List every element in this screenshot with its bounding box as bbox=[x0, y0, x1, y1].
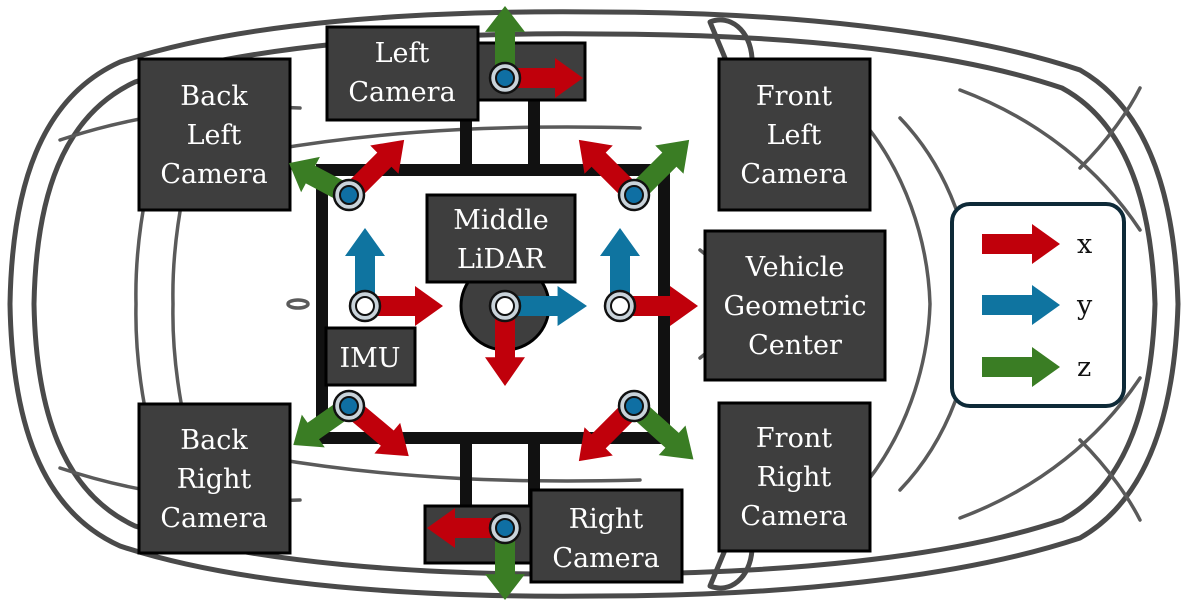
label-right-camera-line1: Right bbox=[569, 504, 644, 535]
label-imu-line1: IMU bbox=[339, 343, 400, 374]
label-front-right-camera-line1: Front bbox=[756, 423, 832, 454]
imu-origin-marker bbox=[348, 289, 382, 323]
middle-lidar-origin-marker bbox=[488, 289, 522, 323]
back-right-camera-origin-marker bbox=[332, 389, 366, 423]
legend-z-label: z bbox=[1077, 352, 1091, 383]
label-vehicle-center: Vehicle Geometric Center bbox=[703, 229, 887, 382]
legend-x-label: x bbox=[1077, 229, 1092, 260]
label-front-left-camera-line2: Left bbox=[767, 120, 822, 151]
label-back-right-camera-line2: Right bbox=[177, 464, 252, 495]
label-left-camera: Left Camera bbox=[325, 25, 480, 122]
label-back-right-camera-line3: Camera bbox=[160, 503, 267, 534]
label-front-left-camera-line3: Camera bbox=[740, 159, 847, 190]
right-camera-origin-marker bbox=[488, 511, 522, 545]
sensor-origins bbox=[332, 61, 651, 545]
label-back-left-camera-line2: Left bbox=[187, 120, 242, 151]
label-vehicle-center-line1: Vehicle bbox=[745, 252, 845, 283]
vehicle-center-origin-marker bbox=[603, 289, 637, 323]
label-middle-lidar-line2: LiDAR bbox=[457, 244, 546, 275]
label-front-left-camera-line1: Front bbox=[756, 81, 832, 112]
label-front-right-camera-line2: Right bbox=[757, 462, 832, 493]
label-middle-lidar-line1: Middle bbox=[453, 205, 548, 236]
label-back-left-camera-line3: Camera bbox=[160, 159, 267, 190]
axis-legend: x y z bbox=[950, 202, 1126, 408]
label-imu: IMU bbox=[324, 326, 417, 387]
label-right-camera-line2: Camera bbox=[552, 543, 659, 574]
label-right-camera: Right Camera bbox=[529, 488, 684, 584]
label-front-right-camera-line3: Camera bbox=[740, 501, 847, 532]
label-back-right-camera: Back Right Camera bbox=[137, 402, 292, 555]
label-vehicle-center-line3: Center bbox=[748, 330, 842, 361]
label-front-left-camera: Front Left Camera bbox=[717, 57, 872, 212]
label-vehicle-center-line2: Geometric bbox=[724, 291, 867, 322]
front-left-camera-origin-marker bbox=[617, 178, 651, 212]
front-right-camera-origin-marker bbox=[617, 389, 651, 423]
label-left-camera-line1: Left bbox=[375, 38, 430, 69]
label-left-camera-line2: Camera bbox=[348, 77, 455, 108]
left-camera-origin-marker bbox=[488, 61, 522, 95]
label-back-left-camera: Back Left Camera bbox=[137, 57, 292, 212]
label-front-right-camera: Front Right Camera bbox=[717, 401, 872, 553]
label-back-left-camera-line1: Back bbox=[180, 81, 248, 112]
label-back-right-camera-line1: Back bbox=[180, 425, 248, 456]
back-left-camera-origin-marker bbox=[332, 178, 366, 212]
label-middle-lidar: Middle LiDAR bbox=[425, 193, 577, 284]
legend-y-label: y bbox=[1076, 290, 1093, 321]
